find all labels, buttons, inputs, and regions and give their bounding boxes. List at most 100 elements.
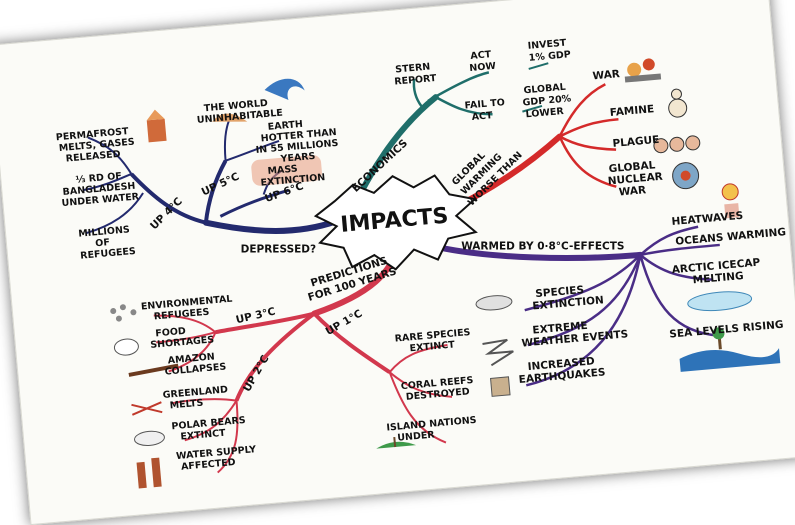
quakes-line-1: INCREASED: [527, 355, 595, 373]
famine-label: FAMINE: [609, 103, 654, 119]
warmed-branch: [435, 244, 644, 262]
food-picture: [113, 338, 139, 356]
island-line-2: UNDER: [397, 429, 436, 443]
stern-line-1: STERN: [395, 62, 431, 76]
rare-line-2: EXTINCT: [409, 339, 456, 354]
nuclear-branch: [558, 135, 617, 188]
refugees-line-3: REFUGEES: [80, 246, 137, 262]
species-picture: [475, 295, 513, 311]
food-branch: [156, 331, 216, 344]
permafrost-branch: [87, 136, 133, 175]
species-branch: [524, 254, 642, 312]
economics-invest-branch: [528, 62, 549, 70]
economics-fail-branch: [435, 96, 493, 116]
polar-line-2: EXTINCT: [180, 428, 227, 443]
heatwaves-label: HEATWAVES: [671, 210, 744, 228]
arctic-picture: [687, 291, 753, 312]
weather-picture: [482, 338, 514, 367]
refugees-line-1: MILLIONS: [78, 224, 130, 239]
invest-line-2: 1% GDP: [528, 49, 571, 64]
stern-line-2: REPORT: [394, 73, 438, 88]
up5-branch: [203, 159, 228, 223]
bangladesh-line-1: ⅓ RD OF: [75, 171, 122, 186]
mass-line-1: MASS: [267, 163, 298, 177]
up1-label: UP 1°C: [324, 307, 365, 338]
oceans-branch: [640, 243, 720, 257]
economics-actnow-branch: [427, 71, 490, 102]
water-branch: [217, 400, 239, 474]
hotter-line-4: YEARS: [279, 151, 316, 165]
quake-picture: [490, 376, 511, 397]
invest-line-1: INVEST: [527, 38, 567, 52]
arctic-branch: [639, 253, 713, 281]
actnow-line-1: ACT: [470, 49, 492, 62]
nuclear-line-1: GLOBAL: [608, 159, 656, 175]
depressed-label: DEPRESSED?: [241, 244, 316, 256]
amazon-line-1: AMAZON: [167, 351, 215, 366]
island-picture: [376, 436, 417, 449]
depressed-branch: [202, 218, 340, 234]
economics-gdp-branch: [522, 104, 543, 113]
nuclear-line-2: NUCLEAR: [607, 171, 663, 188]
amazon-branch: [168, 331, 217, 373]
water-line-2: AFFECTED: [181, 457, 237, 473]
sea-label: SEA LEVELS RISING: [669, 319, 784, 341]
wave-picture: [264, 78, 305, 100]
up3-branch: [215, 311, 315, 335]
env-line-2: REFUGEES: [153, 307, 210, 323]
bangladesh-branch: [82, 173, 132, 192]
mass-extinction-picture: [251, 155, 322, 186]
actnow-line-2: NOW: [469, 61, 497, 74]
up6-branch: [219, 188, 289, 218]
famine-branch: [559, 118, 619, 138]
fail-line-2: ACT: [471, 110, 493, 123]
amazon-picture: [128, 363, 179, 377]
nuclear-picture: [672, 162, 700, 190]
gdp-line-2: GDP 20%: [522, 93, 572, 108]
weather-branch: [527, 254, 642, 347]
amazon-line-2: COLLAPSES: [164, 361, 227, 377]
greenland-branch: [171, 398, 237, 405]
warmed-label: WARMED BY 0·8°C-EFFECTS: [461, 240, 624, 252]
species-line-1: SPECIES: [535, 284, 585, 300]
polar-picture: [134, 430, 165, 446]
water-picture: [136, 457, 162, 489]
env-picture: [110, 304, 137, 322]
war-label: WAR: [592, 68, 620, 82]
heatwaves-branch: [639, 225, 699, 256]
plague-branch: [559, 135, 617, 151]
fail-line-1: FAIL TO: [464, 97, 505, 111]
hotter-line-1: EARTH: [267, 119, 303, 133]
rare-branch: [388, 344, 448, 373]
war-branch: [558, 83, 606, 138]
weather-line-1: EXTREME: [532, 320, 588, 337]
sea-picture: [679, 327, 781, 372]
up1-branch: [312, 312, 391, 374]
world-picture: [212, 113, 248, 122]
gdp-line-3: LOWER: [525, 106, 565, 120]
up4-branch: [129, 172, 207, 225]
arctic-line-2: MELTING: [692, 270, 744, 286]
env-branch: [153, 314, 217, 333]
up2-branch: [234, 311, 316, 402]
plague-picture: [653, 135, 701, 154]
famine-picture: [668, 88, 688, 118]
island-branch: [388, 371, 447, 444]
quakes-branch: [525, 254, 642, 387]
refugees-line-2: OF: [95, 237, 110, 249]
heatwave-sun: [721, 183, 740, 219]
up2-label: UP 2°C: [241, 353, 272, 394]
impacts-center: IMPACTS: [313, 174, 478, 271]
polar-branch: [184, 400, 238, 442]
coral-branch: [388, 371, 453, 398]
permafrost-picture: [146, 109, 167, 143]
greenland-picture: [131, 401, 163, 416]
war-picture: [624, 58, 662, 83]
greenland-line-2: MELTS: [169, 398, 204, 412]
plague-label: PLAGUE: [612, 134, 660, 150]
nuclear-line-3: WAR: [618, 184, 646, 198]
gdp-line-1: GLOBAL: [523, 82, 566, 97]
